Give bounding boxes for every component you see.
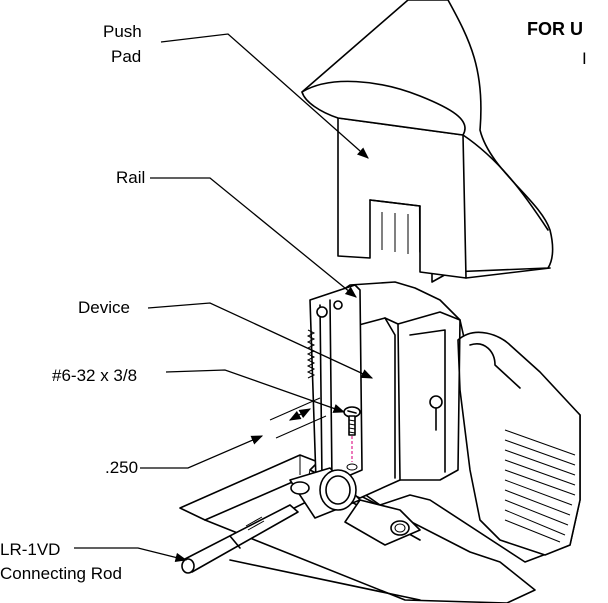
label-rail: Rail xyxy=(116,168,145,187)
dimension-250 xyxy=(269,397,327,439)
header-subtext: I xyxy=(582,49,587,68)
label-dimension: .250 xyxy=(105,458,138,477)
cylinder-boss xyxy=(289,467,421,546)
label-device: Device xyxy=(78,298,130,317)
label-screw: #6-32 x 3/8 xyxy=(52,366,137,385)
rail-column xyxy=(306,284,363,489)
leader-device xyxy=(147,302,374,379)
label-rod-line2: Connecting Rod xyxy=(0,564,122,583)
leader-screw xyxy=(165,369,346,413)
label-push-pad-line2: Pad xyxy=(111,47,141,66)
screw xyxy=(343,406,361,471)
header-text: FOR U xyxy=(527,19,583,39)
leader-push-pad xyxy=(160,33,369,159)
leader-rail xyxy=(150,177,357,298)
connecting-rod xyxy=(181,504,299,574)
push-pad xyxy=(301,0,554,283)
leader-dimension xyxy=(140,435,264,469)
leader-rod xyxy=(74,547,188,562)
label-rod-line1: LR-1VD xyxy=(0,540,60,559)
label-push-pad-line1: Push xyxy=(103,22,142,41)
